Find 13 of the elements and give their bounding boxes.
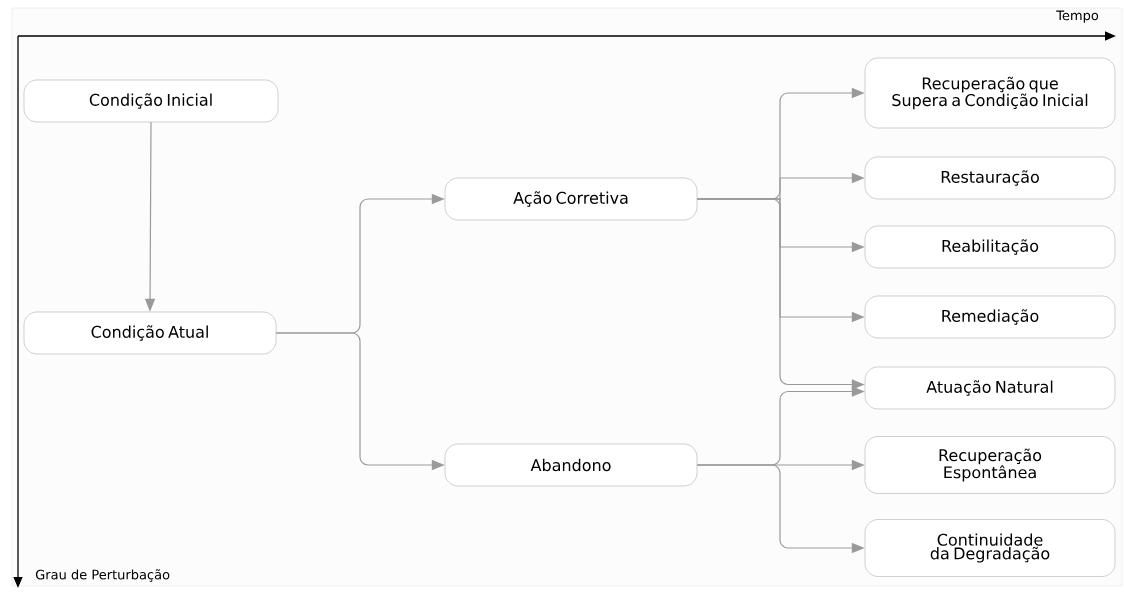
process-box: Ação Corretiva: [444, 177, 698, 221]
process-box: Recuperação que Supera a Condição Inicial: [864, 57, 1116, 129]
process-box: Abandono: [444, 443, 698, 487]
axis-label: Tempo: [1056, 10, 1099, 23]
process-box: Condição Atual: [23, 311, 277, 355]
process-box: Continuidade da Degradação: [864, 519, 1116, 577]
process-box: Atuação Natural: [864, 366, 1116, 410]
axis-label: Grau de Perturbação: [35, 569, 170, 582]
process-box: Reabilitação: [864, 225, 1116, 269]
process-box: Condição Inicial: [23, 79, 279, 123]
process-box: Remediação: [864, 295, 1116, 339]
process-box: Restauração: [864, 156, 1116, 200]
process-box: Recuperação Espontânea: [864, 436, 1116, 494]
